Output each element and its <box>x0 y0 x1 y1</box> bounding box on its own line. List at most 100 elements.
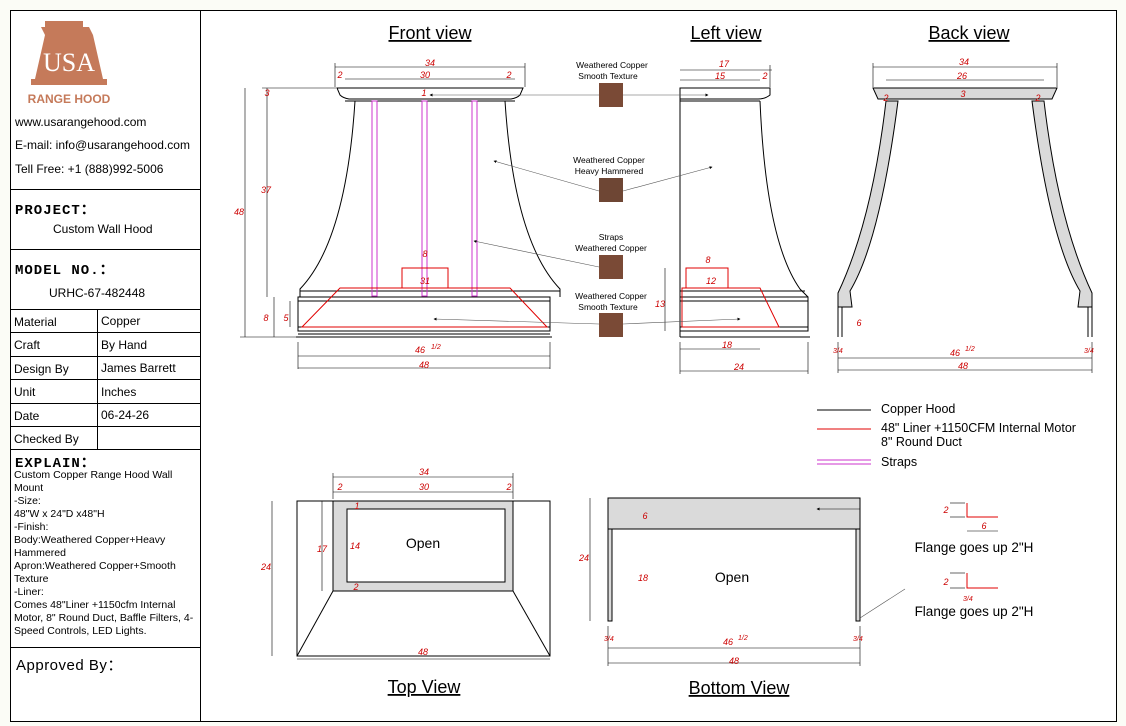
dim-flange-a: 2 <box>942 505 948 515</box>
bottom-view-title: Bottom View <box>689 678 791 698</box>
material-swatch <box>599 83 623 107</box>
material-swatches: Weathered Copper Smooth Texture Weathere… <box>573 60 648 337</box>
dim-back-frac-r: 3/4 <box>1084 348 1094 355</box>
dim-left-depth: 24 <box>733 362 744 372</box>
material-swatch <box>599 255 623 279</box>
bottom-view <box>607 497 861 622</box>
phone-number: Tell Free: +1 (888)992-5006 <box>15 162 164 176</box>
dim-front-top: 34 <box>425 58 435 68</box>
approved-label: Approved By： <box>16 657 123 674</box>
divider <box>11 309 200 310</box>
dim-flange-b: 6 <box>981 521 986 531</box>
project-value: Custom Wall Hood <box>53 222 153 236</box>
dim-back-bottom: 48 <box>958 361 968 371</box>
spec-key: Date <box>14 409 40 423</box>
website-link[interactable]: www.usarangehood.com <box>15 115 147 129</box>
dim-top-a: 1 <box>354 501 359 511</box>
dim-left-top: 17 <box>719 59 730 69</box>
dim-front-bottom-liner-frac: 1/2 <box>431 344 441 351</box>
dim-back-leg: 6 <box>856 318 861 328</box>
legend-straps: Straps <box>881 455 917 469</box>
flange-note-2: Flange goes up 2"H <box>915 604 1034 619</box>
material-label: Weathered Copper <box>575 291 647 301</box>
dim-left-liner: 18 <box>722 340 732 350</box>
left-view-title: Left view <box>690 23 762 43</box>
dim-left-inner: 15 <box>715 71 726 81</box>
dim-top-r: 2 <box>505 482 511 492</box>
email-link[interactable]: E-mail: info@usarangehood.com <box>15 138 190 152</box>
dim-top-top: 34 <box>419 467 429 477</box>
explain-line: Comes 48"Liner +1150cfm Internal Motor, … <box>14 599 194 637</box>
explain-line: Body:Weathered Copper+Heavy Hammered <box>14 534 166 559</box>
bottom-open-label: Open <box>715 569 749 585</box>
top-view-title: Top View <box>388 677 462 697</box>
dim-back-mid: 3 <box>960 89 965 99</box>
bottom-dimensions: 6 24 18 3/4 46 1/2 3/4 48 <box>578 498 863 666</box>
left-dimensions: 17 15 2 8 12 13 18 24 <box>655 59 809 374</box>
flange-detail-1: 2 6 Flange goes up 2"H <box>915 502 1033 555</box>
material-label: Weathered Copper <box>575 243 647 253</box>
dim-front-total: 48 <box>234 207 244 217</box>
divider <box>11 332 200 333</box>
dim-left-side: 13 <box>655 299 665 309</box>
logo-text: RANGE HOOD <box>28 92 111 106</box>
divider <box>11 449 200 450</box>
front-dimensions: 34 30 2 2 3 1 37 48 8 5 8 31 46 1/2 48 <box>234 58 551 370</box>
dim-back-l: 2 <box>882 93 888 103</box>
divider <box>11 426 200 427</box>
explain-line: 48"W x 24"D x48"H <box>14 508 105 520</box>
material-label: Heavy Hammered <box>575 166 644 176</box>
top-dimensions: 34 30 2 2 1 17 14 2 24 48 <box>260 467 550 660</box>
dim-back-frac-l: 3/4 <box>833 348 843 355</box>
dim-left-right: 2 <box>761 71 767 81</box>
divider <box>11 249 200 250</box>
back-dimensions: 34 26 2 3 2 6 3/4 46 1/2 3/4 48 <box>833 57 1094 373</box>
divider <box>11 356 200 357</box>
divider <box>11 379 200 380</box>
divider <box>11 189 200 190</box>
explain-label: EXPLAIN： <box>15 456 96 472</box>
material-label: Weathered Copper <box>576 60 648 70</box>
flange-detail-2: 2 3/4 Flange goes up 2"H <box>859 572 1034 619</box>
dim-back-inner-w: 46 <box>950 348 960 358</box>
dim-left-duct-w: 12 <box>706 276 716 286</box>
divider <box>11 647 200 648</box>
spec-key: Checked By <box>14 432 79 446</box>
legend-liner: 48" Liner +1150CFM Internal Motor <box>881 421 1076 435</box>
divider <box>11 403 200 404</box>
dim-bottom-frac-l: 3/4 <box>604 636 614 643</box>
dim-top-b: 17 <box>317 544 328 554</box>
spec-key: Unit <box>14 385 36 399</box>
material-leaders <box>429 93 741 325</box>
dim-bottom-depth: 24 <box>578 553 589 563</box>
explain-line: -Finish: <box>14 521 49 533</box>
spec-value: By Hand <box>101 338 148 352</box>
left-view <box>679 87 810 338</box>
dim-back-r: 2 <box>1034 93 1040 103</box>
technical-drawing: Front view Left view Back view Top View … <box>234 23 1094 698</box>
project-label: PROJECT： <box>15 203 96 219</box>
material-label: Smooth Texture <box>578 71 638 81</box>
explain-line: -Size: <box>14 495 41 507</box>
dim-front-inner: 30 <box>420 70 430 80</box>
spec-key: Design By <box>14 362 69 376</box>
dim-bottom-inner-frac: 1/2 <box>738 635 748 642</box>
dim-back-inner-frac: 1/2 <box>965 346 975 353</box>
dim-bottom-width: 48 <box>729 656 739 666</box>
material-label: Straps <box>599 232 624 242</box>
spec-key: Craft <box>14 338 41 352</box>
dim-front-duct: 8 <box>422 249 427 259</box>
usa-range-hood-logo: USA RANGE HOOD <box>28 21 111 106</box>
explain-line: -Liner: <box>14 586 44 598</box>
dim-bottom-frac-r: 3/4 <box>853 636 863 643</box>
material-swatch <box>599 178 623 202</box>
dim-front-bottom: 48 <box>419 360 429 370</box>
explain-line: Apron:Weathered Copper+Smooth Texture <box>14 560 176 585</box>
dim-bottom-thick: 6 <box>642 511 647 521</box>
dim-back-inner: 26 <box>956 71 967 81</box>
dim-top-inner: 30 <box>419 482 429 492</box>
title-block: USA RANGE HOOD www.usarangehood.com E-ma… <box>10 10 201 722</box>
front-liner <box>300 267 549 328</box>
dim-flange-c: 2 <box>942 577 948 587</box>
